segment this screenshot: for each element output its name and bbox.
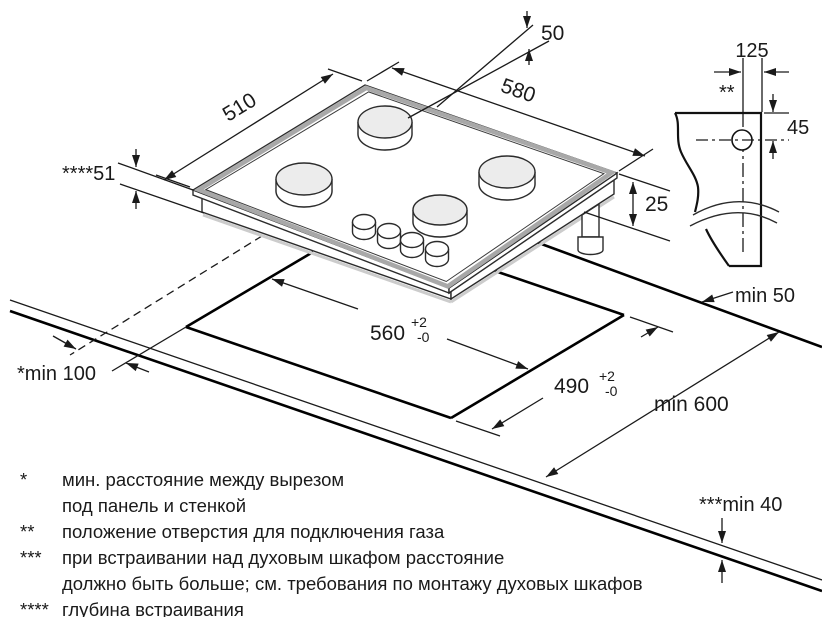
hob-body-shadow-left (202, 213, 452, 304)
detail-break-arc-2 (689, 212, 778, 227)
dim-min50-label: min 50 (735, 285, 795, 307)
footnote-text-6: глубина встраивания (62, 599, 244, 617)
knob-4 (424, 240, 450, 268)
knob-3 (399, 231, 425, 259)
knob-3-top (399, 231, 425, 249)
dim-560-label: 560 (370, 322, 405, 345)
dim-490-line-top (640, 326, 659, 338)
footnotes: * мин. расстояние между вырезом под пане… (20, 469, 643, 617)
dim-51-ext-upper (117, 162, 194, 191)
burner-back-top (357, 105, 413, 139)
cutout-front-right-edge (450, 313, 625, 420)
dim-560-line-left (271, 278, 359, 310)
knob-1 (351, 213, 377, 241)
footnote-text-5: должно быть больше; см. требования по мо… (62, 573, 643, 594)
footnote-text-1: мин. расстояние между вырезом (62, 469, 344, 490)
worktop-cutout (111, 250, 625, 420)
control-knobs (351, 213, 450, 268)
dim-560-tol-minus: -0 (417, 329, 430, 345)
dim-510-label: 510 (219, 88, 261, 126)
dim-51: ****51 (62, 149, 205, 214)
dim-min600-label: min 600 (654, 393, 729, 416)
dim-min50: min 50 (701, 285, 795, 307)
dim-490-tol-plus: +2 (599, 368, 615, 384)
dim-580-label: 580 (498, 74, 539, 107)
worktop-top-surface-line (9, 299, 822, 581)
dim-490-label: 490 (554, 375, 589, 398)
dim-min50-leader (701, 291, 734, 303)
dim-50-ext-lower (407, 40, 550, 119)
dim-25-ext-upper (618, 173, 671, 192)
footnote-text-4: при встраивании над духовым шкафом расст… (62, 547, 504, 568)
counter-back-edge-line (535, 240, 822, 349)
dim-45-label: 45 (787, 117, 809, 139)
dim-560-line-right (446, 338, 529, 370)
cutout-back-right-edge (494, 269, 625, 317)
dim-min100-arrow-left (52, 335, 77, 350)
dim-25-ext-lower (583, 211, 671, 242)
dim-490-tol-minus: -0 (605, 383, 618, 399)
wall-projection-dashed-line (69, 235, 263, 356)
dim-510-ext-top (327, 68, 363, 82)
burner-right (478, 155, 536, 201)
gas-pipe-nut (577, 236, 604, 256)
dim-580-ext-right (618, 148, 654, 172)
burner-front (412, 194, 468, 238)
dim-490-line-bottom (491, 397, 544, 430)
dim-min40-label: ***min 40 (699, 494, 782, 516)
dim-25: 25 (583, 173, 671, 242)
knob-2-top (376, 222, 402, 240)
dim-490-ext-top (629, 316, 674, 333)
hob-3d-view (191, 84, 619, 304)
footnote-symbol-4: *** (20, 547, 42, 568)
footnote-text-2: под панель и стенкой (62, 495, 246, 516)
dim-510-line (163, 73, 334, 181)
gas-connection-detail: 125 ** 45 (673, 40, 809, 268)
dim-560-tol-plus: +2 (411, 314, 427, 330)
dim-125-label: 125 (735, 40, 768, 62)
detail-panel-broken-edge-top (673, 112, 700, 213)
detail-gas-marker: ** (719, 82, 735, 104)
dim-580-line (391, 67, 646, 157)
dim-min100: *min 100 (17, 335, 150, 385)
cutout-corner-extension-line (111, 326, 187, 372)
burner-left-top (275, 162, 333, 196)
detail-break-arc-1 (692, 201, 780, 216)
dim-min40: ***min 40 (699, 494, 782, 583)
burner-front-top (412, 194, 468, 226)
dim-51-label: ****51 (62, 163, 115, 185)
dim-min100-label: *min 100 (17, 363, 96, 385)
worktop-slab-edge (9, 299, 822, 593)
knob-2 (376, 222, 402, 250)
footnote-symbol-6: **** (20, 599, 49, 617)
dim-min100-arrow-right (125, 362, 150, 373)
burner-left (275, 162, 333, 208)
dim-min600: min 600 (545, 331, 780, 478)
detail-panel-outline (675, 111, 763, 268)
dim-490-ext-bottom (455, 420, 501, 437)
knob-4-top (424, 240, 450, 258)
dim-25-label: 25 (645, 193, 668, 216)
worktop-bottom-surface-line (9, 309, 822, 593)
footnote-symbol-1: * (20, 469, 27, 490)
cutout-back-left-edge (185, 250, 314, 329)
dim-min600-line (545, 331, 780, 478)
dim-50: 50 (407, 11, 564, 119)
dim-510-ext-bottom (155, 174, 191, 188)
dim-580-ext-left (366, 61, 400, 82)
dim-560: 560 +2 -0 (271, 278, 529, 370)
detail-panel-broken-edge-bottom (704, 228, 730, 267)
burner-right-top (478, 155, 536, 189)
burner-back (357, 105, 413, 151)
cutout-front-left-edge (185, 325, 452, 420)
dim-51-ext-lower (119, 183, 205, 214)
footnote-symbol-3: ** (20, 521, 34, 542)
dim-50-label: 50 (541, 22, 564, 45)
footnote-text-3: положение отверстия для подключения газа (62, 521, 445, 542)
knob-1-top (351, 213, 377, 231)
